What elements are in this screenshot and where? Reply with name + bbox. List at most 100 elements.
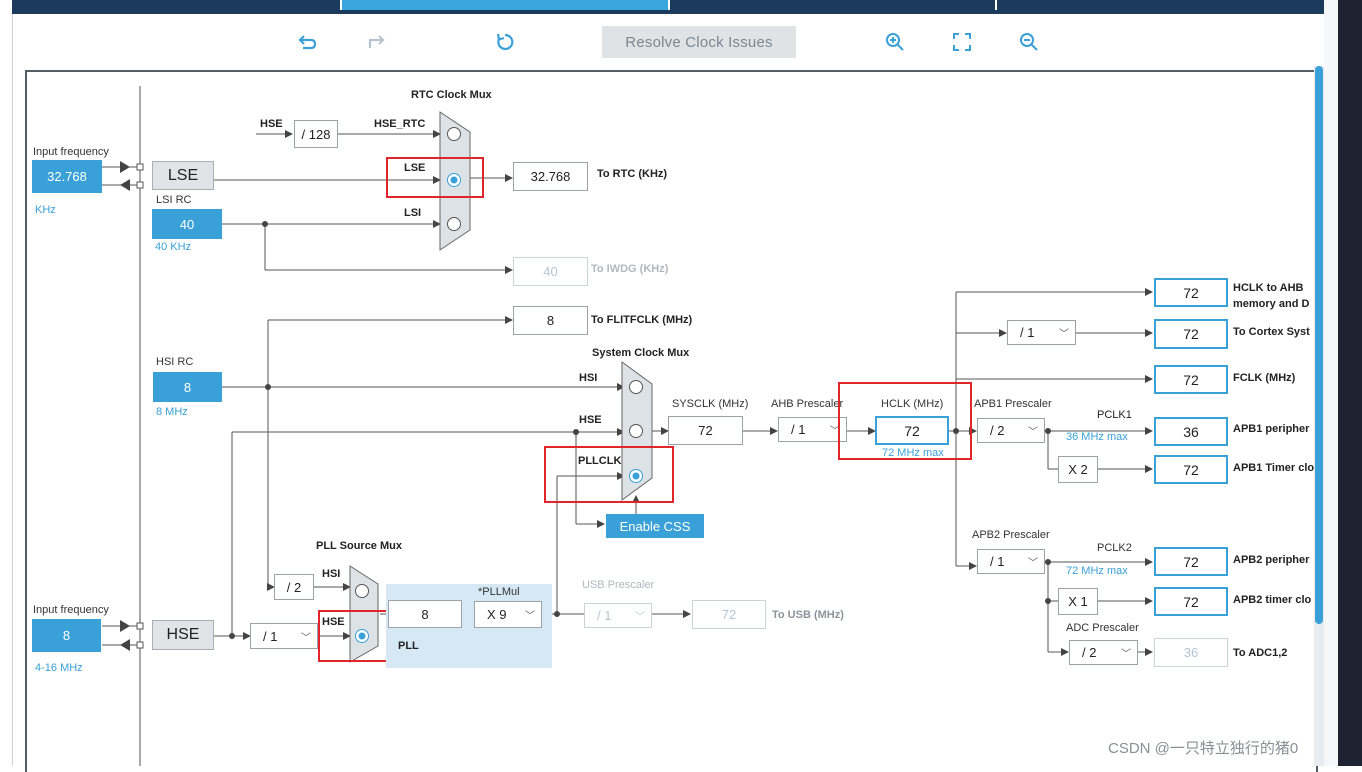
chevron-down-icon: ﹀ — [1028, 558, 1038, 569]
apb2-prescaler-title: APB2 Prescaler — [972, 529, 1050, 541]
left-panel-edge — [0, 0, 13, 766]
rtc-hse-input-label: HSE — [260, 118, 283, 130]
hse-prediv-value: / 1 — [263, 628, 278, 644]
apb2-peripheral-label: APB2 peripher — [1233, 554, 1310, 566]
highlight-sysmux-pllclk — [544, 446, 674, 503]
lse-oscillator-block[interactable]: LSE — [152, 161, 214, 190]
apb1-prescaler-select[interactable]: / 2﹀ — [977, 418, 1045, 443]
watermark: CSDN @一只特立独行的猪0 — [1108, 740, 1299, 757]
redo-icon[interactable] — [362, 29, 388, 55]
cortex-timer-value: 72 — [1154, 319, 1228, 349]
usb-prescaler-select[interactable]: / 1﹀ — [584, 603, 652, 628]
highlight-hclk — [838, 382, 972, 460]
usb-prescaler-value: / 1 — [597, 608, 612, 623]
to-flitfclk-label: To FLITFCLK (MHz) — [591, 314, 693, 326]
apb1-prescaler-title: APB1 Prescaler — [974, 398, 1052, 410]
adc-output-value: 36 — [1154, 638, 1228, 667]
ahb-prescaler-select[interactable]: / 1 ﹀ — [778, 417, 847, 442]
zoom-out-icon[interactable] — [1016, 29, 1042, 55]
rtc-clock-mux-title: RTC Clock Mux — [411, 89, 492, 101]
to-adc-label: To ADC1,2 — [1233, 647, 1288, 659]
fit-to-screen-icon[interactable] — [949, 29, 975, 55]
scrollbar-thumb[interactable] — [1315, 66, 1323, 624]
pllmul-select[interactable]: X 9﹀ — [474, 601, 542, 628]
resolve-clock-issues-button[interactable]: Resolve Clock Issues — [602, 26, 796, 58]
chevron-down-icon: ﹀ — [525, 611, 535, 622]
apb2-prescaler-select[interactable]: / 1 ﹀ — [977, 549, 1045, 574]
chevron-down-icon: ﹀ — [1028, 427, 1038, 438]
fclk-label: FCLK (MHz) — [1233, 372, 1296, 384]
pll-source-mux-title: PLL Source Mux — [316, 540, 402, 552]
pclk2-max-label: 72 MHz max — [1066, 565, 1128, 577]
pclk2-label: PCLK2 — [1097, 542, 1132, 554]
pll-src-hsi-radio[interactable] — [352, 581, 372, 601]
hse-frequency-unit: 4-16 MHz — [35, 662, 83, 674]
hclk-ahb-label-2: memory and D — [1233, 298, 1310, 310]
rtc-lsi-label: LSI — [404, 207, 422, 219]
apb2-timer-label: APB2 timer clo — [1233, 594, 1312, 606]
hclk-ahb-label: HCLK to AHB — [1233, 282, 1304, 294]
pllmul-label: *PLLMul — [478, 586, 520, 598]
sysmux-hse-label: HSE — [579, 414, 602, 426]
pclk1-max-label: 36 MHz max — [1066, 431, 1128, 443]
apb1-timer-multiplier: X 2 — [1058, 456, 1098, 483]
adc-prescaler-select[interactable]: / 2﹀ — [1069, 640, 1138, 665]
apb2-prescaler-value: / 1 — [990, 554, 1005, 569]
chevron-down-icon: ﹀ — [1121, 649, 1131, 660]
usb-prescaler-title: USB Prescaler — [582, 579, 655, 591]
sysmux-hse-radio[interactable] — [626, 421, 646, 441]
adc-prescaler-title: ADC Prescaler — [1066, 622, 1139, 634]
chevron-down-icon: ﹀ — [830, 426, 840, 437]
to-rtc-label: To RTC (KHz) — [597, 168, 668, 180]
hse-rtc-label: HSE_RTC — [374, 118, 426, 130]
cortex-prescaler-value: / 1 — [1020, 325, 1035, 340]
chevron-down-icon: ﹀ — [1059, 329, 1069, 340]
desktop-background — [1338, 0, 1362, 766]
hclk-max-label: 72 MHz max — [882, 447, 944, 459]
lsi-rc-value: 40 — [152, 209, 222, 239]
to-iwdg-label: To IWDG (KHz) — [591, 263, 669, 275]
undo-icon[interactable] — [295, 29, 321, 55]
lse-input-frequency-field[interactable]: 32.768 — [32, 160, 102, 193]
highlight-rtc-lse — [386, 157, 484, 198]
apb1-timer-label: APB1 Timer clo — [1233, 462, 1315, 474]
hse-prediv-select[interactable]: / 1 ﹀ — [250, 623, 318, 649]
sysmux-pllclk-label: PLLCLK — [578, 455, 622, 467]
hsi-rc-label: HSI RC — [156, 356, 194, 368]
hsi-rc-unit: 8 MHz — [156, 406, 188, 418]
apb2-peripheral-value: 72 — [1154, 547, 1228, 576]
pll-src-hse-label: HSE — [322, 616, 345, 628]
tab-pinout[interactable] — [12, 0, 342, 10]
hclk-ahb-value: 72 — [1154, 278, 1228, 307]
rtc-mux-lsi-radio[interactable] — [438, 214, 458, 234]
zoom-in-icon[interactable] — [882, 29, 908, 55]
lsi-rc-unit: 40 KHz — [155, 241, 192, 253]
highlight-pll-src-hse — [318, 610, 394, 662]
rtc-lse-label: LSE — [404, 162, 426, 174]
apb2-timer-multiplier: X 1 — [1058, 588, 1098, 615]
cortex-timer-prescaler-select[interactable]: / 1 ﹀ — [1007, 320, 1076, 345]
tab-project-manager[interactable] — [670, 0, 997, 10]
hse-oscillator-block[interactable]: HSE — [152, 620, 214, 650]
chevron-down-icon: ﹀ — [301, 632, 311, 644]
fclk-value: 72 — [1154, 365, 1228, 394]
pll-label: PLL — [398, 640, 419, 652]
cortex-timer-label: To Cortex Syst — [1233, 326, 1310, 338]
ahb-prescaler-label: AHB Prescaler — [771, 398, 844, 410]
system-clock-mux-title: System Clock Mux — [592, 347, 690, 359]
reset-icon[interactable] — [492, 29, 518, 55]
hclk-input-field[interactable]: 72 — [875, 416, 949, 445]
sysclk-label: SYSCLK (MHz) — [672, 398, 749, 410]
tab-clock-configuration[interactable] — [342, 0, 670, 10]
hse-input-frequency-field[interactable]: 8 — [32, 619, 101, 652]
pll-input-value: 8 — [388, 600, 462, 628]
ahb-prescaler-value: / 1 — [791, 422, 806, 437]
hse-input-frequency-label: Input frequency — [33, 604, 109, 616]
sysclk-value: 72 — [668, 416, 743, 445]
enable-css-button[interactable]: Enable CSS — [606, 514, 704, 538]
rtc-mux-hse-radio[interactable] — [438, 124, 458, 144]
apb1-peripheral-value: 36 — [1154, 417, 1228, 446]
lse-frequency-unit: KHz — [35, 204, 56, 216]
sysmux-hsi-radio[interactable] — [626, 377, 646, 397]
